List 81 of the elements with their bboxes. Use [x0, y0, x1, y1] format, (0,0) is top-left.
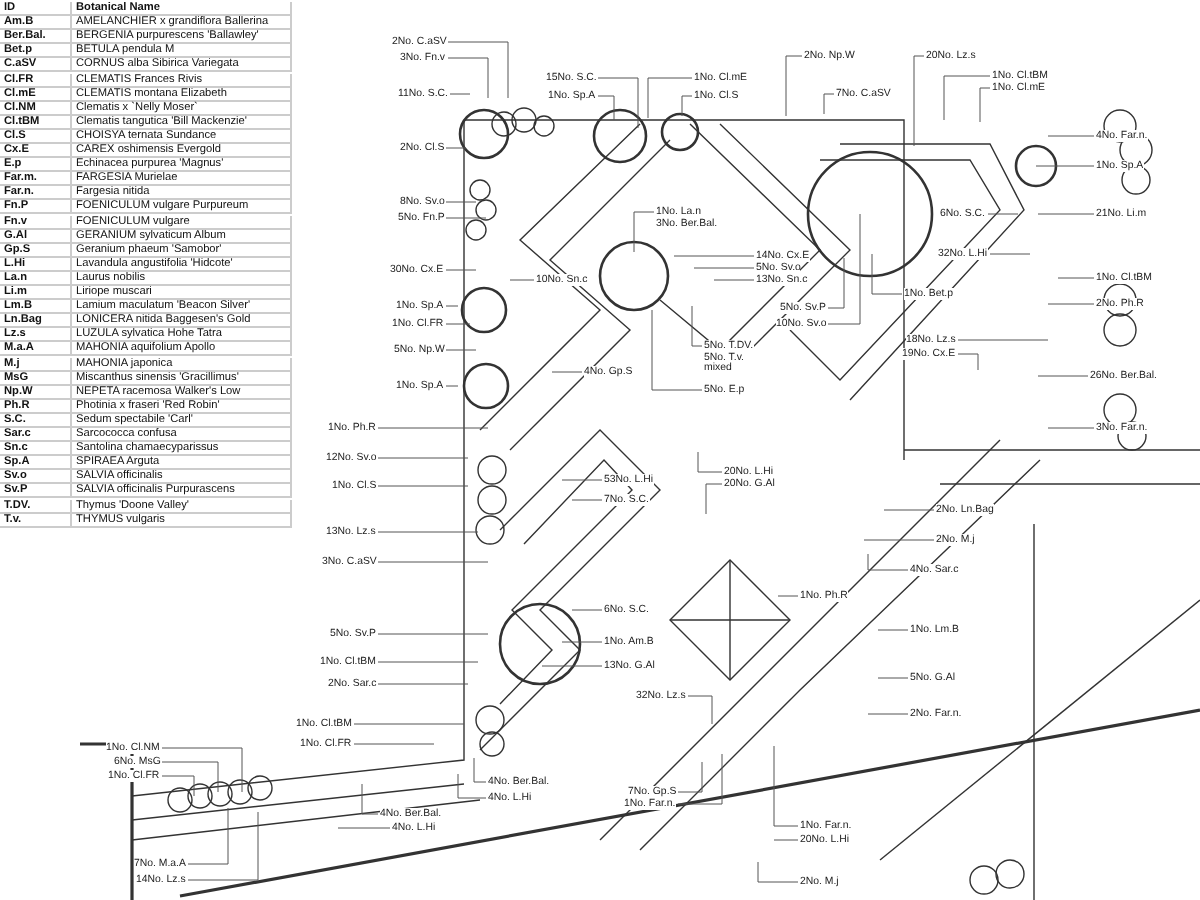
leader-line: [445, 349, 477, 351]
leader-line: [1037, 375, 1089, 377]
leader-line: [377, 661, 479, 663]
leader-line: [161, 775, 195, 797]
leader-line: [913, 55, 925, 147]
leader-line: [447, 41, 509, 99]
leader-line: [377, 683, 469, 685]
leader-line: [361, 783, 379, 815]
leader-line: [445, 323, 471, 325]
leader-line: [957, 353, 979, 371]
leader-line: [1047, 135, 1095, 137]
leader-line: [757, 861, 799, 883]
leader-line: [877, 677, 909, 679]
leader-line: [651, 309, 703, 391]
leader-line: [697, 451, 723, 473]
leader-line: [1047, 427, 1095, 429]
leader-line: [867, 713, 909, 715]
leader-line: [979, 87, 991, 123]
leader-line: [473, 757, 487, 783]
leader-line: [445, 269, 477, 271]
leader-line: [777, 595, 799, 597]
leader-line: [597, 77, 639, 129]
leader-line: [161, 747, 243, 793]
leader-line: [647, 77, 693, 119]
leader-line: [877, 629, 909, 631]
leader-line: [713, 279, 755, 281]
leader-line: [687, 695, 713, 725]
leader-line: [987, 213, 1019, 215]
leader-line: [377, 427, 489, 429]
leader-line: [693, 267, 755, 269]
leader-line: [773, 839, 799, 841]
leader-line: [445, 217, 487, 219]
leader-line: [377, 485, 469, 487]
leader-line: [561, 641, 603, 643]
leader-line: [445, 305, 459, 307]
leader-line: [691, 305, 703, 347]
leader-line: [377, 633, 489, 635]
leader-line: [827, 213, 861, 325]
leader-line: [1035, 165, 1095, 167]
leader-line: [823, 93, 835, 115]
leader-line: [871, 253, 903, 295]
leader-line: [187, 807, 229, 865]
leader-line: [509, 279, 535, 281]
leader-line: [353, 743, 435, 745]
leader-line: [681, 95, 693, 117]
leader-line: [705, 483, 723, 515]
leader-line: [377, 561, 489, 563]
leader-line: [447, 57, 489, 99]
leader-line: [785, 55, 803, 117]
leader-line: [1037, 213, 1095, 215]
leader-line: [377, 457, 469, 459]
leader-line: [677, 761, 703, 793]
leader-line: [957, 339, 1049, 341]
leader-line: [161, 761, 219, 793]
leader-line: [571, 499, 603, 501]
leader-line: [571, 609, 603, 611]
leader-line: [551, 371, 583, 373]
leader-line: [187, 811, 259, 881]
leader-line: [377, 531, 479, 533]
leader-line: [457, 773, 487, 799]
leader-line: [1057, 277, 1095, 279]
leader-line: [541, 665, 603, 667]
leader-line: [863, 539, 935, 541]
leader-line: [673, 255, 755, 257]
leader-line: [353, 723, 465, 725]
leader-line: [773, 745, 799, 827]
leader-line: [561, 479, 603, 481]
leader-line: [449, 93, 471, 95]
leader-line: [1047, 303, 1095, 305]
leader-line: [633, 211, 655, 253]
leader-line: [943, 75, 991, 121]
leader-line: [677, 753, 723, 805]
leader-line: [597, 95, 615, 121]
leader-line: [445, 147, 467, 149]
leader-line: [445, 201, 477, 203]
leader-line: [445, 385, 459, 387]
leader-line: [989, 253, 1031, 255]
leader-line: [337, 827, 391, 829]
leader-line: [883, 509, 935, 511]
leader-line: [867, 553, 909, 571]
leader-line: [827, 257, 845, 309]
